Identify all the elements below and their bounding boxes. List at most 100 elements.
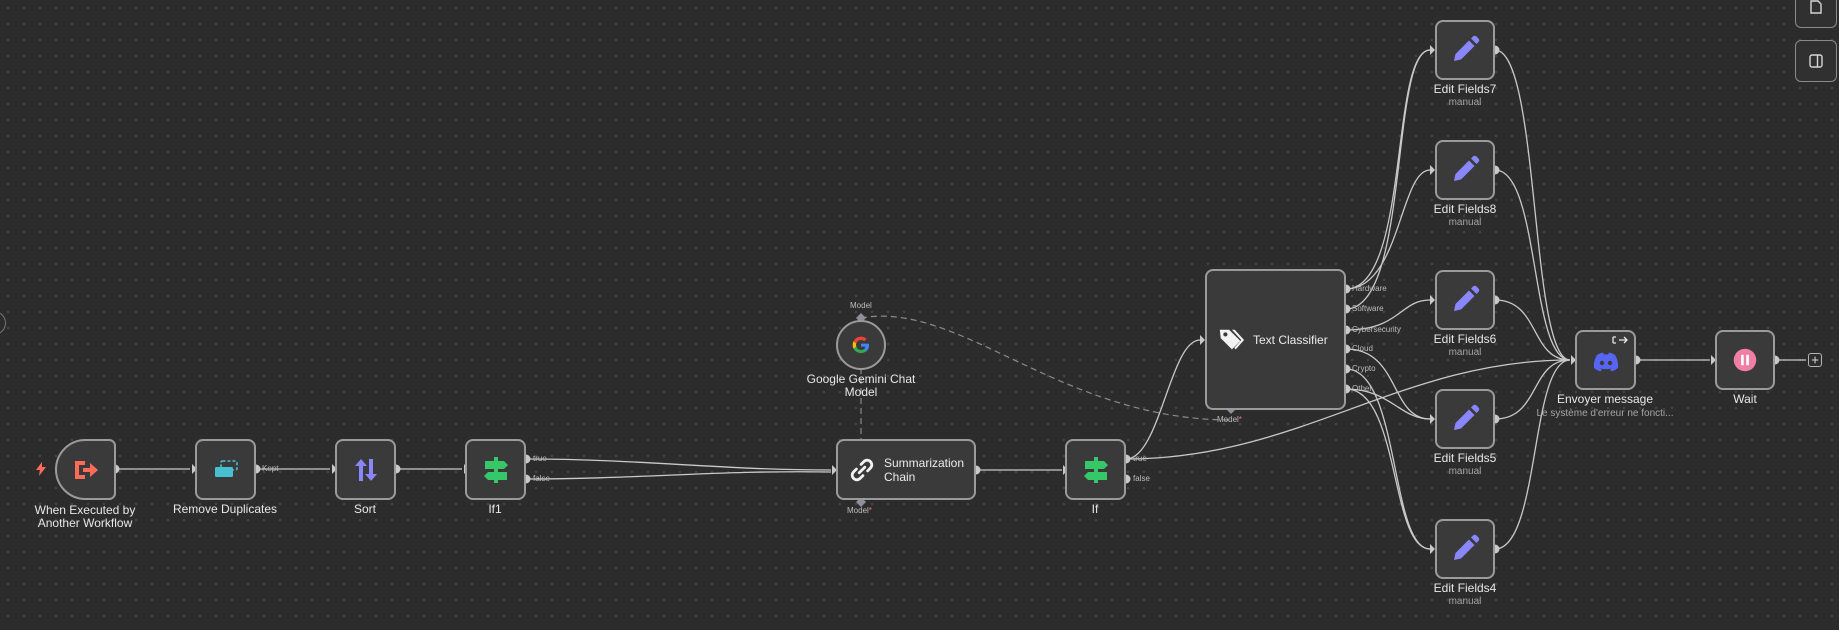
sort-arrows-icon — [354, 458, 377, 481]
plus-icon — [1811, 356, 1819, 364]
toggle-panel-button[interactable] — [1795, 40, 1837, 82]
if-port-true: true — [1133, 454, 1147, 463]
sticky-note-button[interactable] — [1795, 0, 1837, 28]
input-arrow — [1430, 295, 1435, 305]
wire-if1-true-summ — [525, 458, 832, 471]
input-arrow — [332, 464, 337, 474]
node-edit-fields8-label: Edit Fields8 — [1433, 202, 1497, 216]
classifier-output-cloud: Cloud — [1352, 344, 1373, 353]
node-edit-fields5-label: Edit Fields5 — [1433, 451, 1497, 465]
wire-if-true-classifier — [1125, 339, 1201, 460]
pencil-icon — [1454, 404, 1480, 430]
node-text-classifier[interactable]: Text Classifier — [1205, 269, 1346, 410]
node-edit-fields5-sub: manual — [1448, 466, 1482, 477]
exit-arrow-icon — [74, 460, 98, 479]
input-arrow — [832, 465, 837, 475]
classifier-output-software: Software — [1352, 304, 1384, 313]
input-arrow — [192, 464, 197, 474]
signpost-icon — [1083, 456, 1108, 483]
wire-cloud-ef5 — [1345, 348, 1431, 420]
retry-arrow-icon — [1612, 336, 1628, 344]
classifier-output-crypto: Crypto — [1352, 364, 1376, 373]
input-arrow — [1430, 414, 1435, 424]
node-wait-label: Wait — [1733, 392, 1757, 406]
node-edit-fields7-label: Edit Fields7 — [1433, 82, 1497, 96]
trigger-lightning-icon — [36, 462, 46, 476]
input-arrow — [1430, 165, 1435, 175]
summarization-port-model: Model* — [847, 506, 872, 515]
node-edit-fields5[interactable] — [1435, 389, 1495, 449]
input-arrow — [1571, 355, 1576, 365]
node-edit-fields7[interactable] — [1435, 20, 1495, 80]
wire-cyber-ef6 — [1345, 299, 1431, 331]
wire-ef6-envoyer — [1494, 299, 1571, 361]
tag-icon — [1219, 329, 1245, 350]
node-sort[interactable] — [335, 439, 396, 500]
dedupe-icon — [214, 459, 238, 477]
wire-if1-false-summ — [525, 471, 832, 480]
pencil-icon — [1454, 285, 1480, 311]
node-edit-fields6-label: Edit Fields6 — [1433, 332, 1497, 346]
add-node-button[interactable] — [1808, 353, 1822, 367]
classifier-output-cybersecurity: Cybersecurity — [1352, 325, 1401, 334]
node-if1[interactable] — [465, 439, 526, 500]
if1-port-false: false — [533, 474, 550, 483]
wire-other-ef4 — [1345, 388, 1431, 550]
node-if-label: If — [1091, 502, 1099, 516]
node-envoyer-message[interactable] — [1575, 330, 1636, 390]
google-g-icon — [852, 336, 870, 354]
classifier-output-hardware: Hardware — [1352, 284, 1387, 293]
input-arrow — [1711, 355, 1716, 365]
input-arrow — [1430, 45, 1435, 55]
chain-link-icon — [850, 458, 874, 482]
wire-hardware-ef8 — [1345, 169, 1431, 290]
node-edit-fields6-sub: manual — [1448, 347, 1482, 358]
classifier-output-other: Other — [1352, 384, 1373, 393]
node-envoyer-sub: Le système d'erreur ne foncti... — [1536, 408, 1674, 419]
wire-software-ef7 — [1345, 49, 1431, 310]
if1-port-true: true — [533, 454, 547, 463]
node-when-executed-label: When Executed by Another Workflow — [34, 503, 136, 530]
wire-gemini-classifier-model — [860, 315, 1232, 421]
summarization-label: Summarization Chain — [884, 456, 965, 484]
discord-icon — [1593, 352, 1618, 372]
node-google-gemini-label: Google Gemini Chat Model — [806, 372, 916, 399]
node-wait[interactable] — [1715, 330, 1775, 390]
node-summarization-chain[interactable]: Summarization Chain — [836, 439, 976, 500]
node-envoyer-label: Envoyer message — [1556, 392, 1654, 406]
pencil-icon — [1454, 534, 1480, 560]
pause-icon — [1733, 348, 1757, 372]
node-remove-duplicates-label: Remove Duplicates — [172, 502, 278, 516]
wire-other-ef5 — [1345, 388, 1431, 420]
pencil-icon — [1454, 35, 1480, 61]
node-sort-label: Sort — [353, 502, 376, 516]
port-label-kept: Kept — [262, 464, 279, 473]
input-arrow — [1200, 335, 1205, 345]
node-when-executed[interactable] — [55, 439, 116, 500]
node-if1-label: If1 — [488, 502, 502, 516]
classifier-port-model: Model* — [1217, 415, 1242, 424]
node-google-gemini[interactable] — [836, 320, 886, 370]
if-port-false: false — [1133, 474, 1150, 483]
node-edit-fields6[interactable] — [1435, 270, 1495, 330]
text-classifier-label: Text Classifier — [1253, 333, 1328, 347]
sticky-note-icon — [1810, 0, 1822, 14]
pencil-icon — [1454, 155, 1480, 181]
wire-ef8-envoyer — [1494, 169, 1571, 361]
node-remove-duplicates[interactable] — [195, 439, 256, 500]
side-panel-icon — [1809, 54, 1823, 68]
wire-ef5-envoyer — [1494, 359, 1571, 420]
input-arrow — [1430, 544, 1435, 554]
node-edit-fields7-sub: manual — [1448, 97, 1482, 108]
gemini-port-model: Model — [850, 301, 872, 310]
node-if[interactable] — [1065, 439, 1126, 500]
node-edit-fields4[interactable] — [1435, 519, 1495, 579]
node-edit-fields8[interactable] — [1435, 140, 1495, 200]
wire-ef4-envoyer — [1494, 359, 1571, 550]
node-edit-fields4-sub: manual — [1448, 596, 1482, 607]
node-edit-fields4-label: Edit Fields4 — [1433, 581, 1497, 595]
node-edit-fields8-sub: manual — [1448, 217, 1482, 228]
wire-ef7-envoyer — [1494, 49, 1571, 361]
